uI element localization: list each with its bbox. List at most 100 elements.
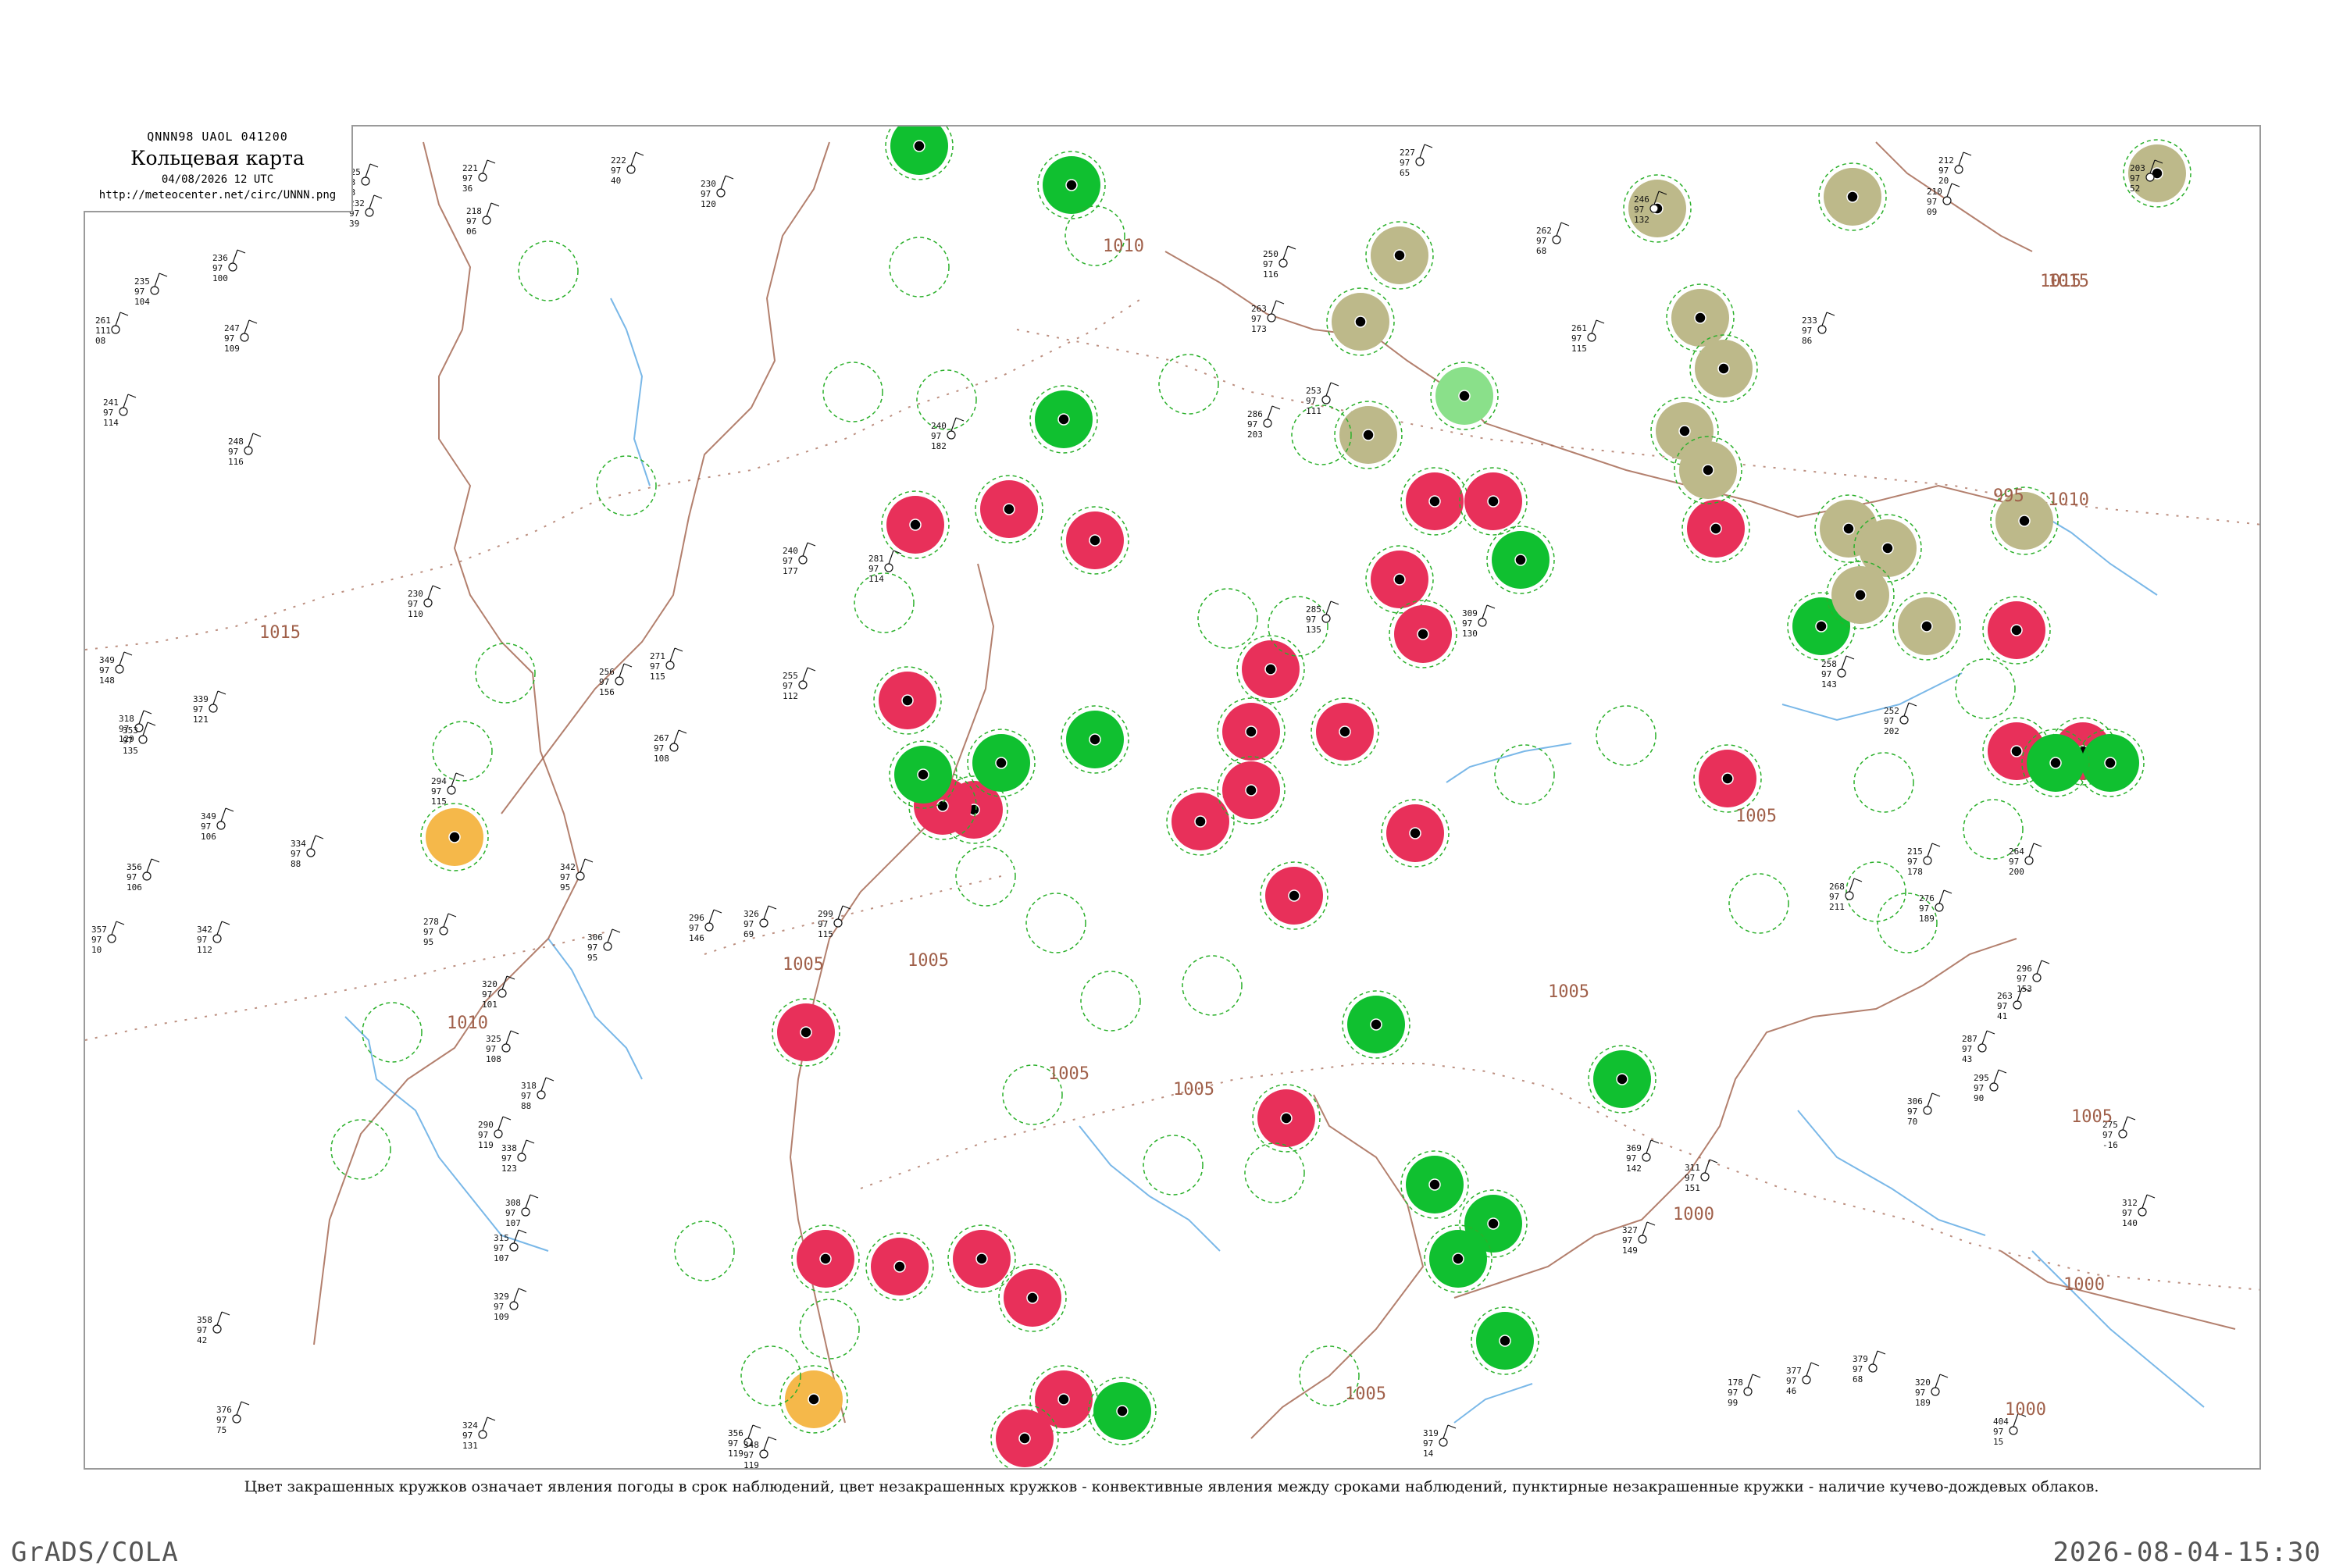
station-marker [947, 430, 956, 440]
station-pressure: 404 [1993, 1417, 2009, 1427]
station-marker [1649, 204, 1659, 213]
station-temp: 97 [431, 786, 441, 796]
wind-barb [248, 433, 254, 447]
station-dew: 129 [119, 734, 134, 744]
station-marker [1700, 1172, 1710, 1181]
station-dew: 88 [291, 859, 301, 869]
cb-dashed-ring [1955, 658, 2016, 719]
station-pressure: 263 [1997, 991, 2013, 1001]
wind-barb-flag [448, 913, 457, 918]
station-pressure: 349 [201, 811, 216, 821]
wind-barb [123, 394, 129, 408]
isobar-label: 1005 [783, 955, 824, 975]
station-pressure: 255 [783, 671, 798, 681]
wind-barb [619, 663, 625, 678]
station-marker [1802, 1375, 1811, 1384]
station-pressure: 215 [1907, 846, 1923, 857]
station-marker [497, 989, 507, 998]
cb-dashed-ring [1693, 744, 1762, 813]
station-temp: 97 [2017, 974, 2027, 984]
wind-barb-flag [955, 417, 965, 422]
wind-barb [1903, 702, 1910, 717]
station-dew: 123 [501, 1164, 517, 1174]
wind-barb-flag [2017, 1413, 2027, 1417]
station-dew: 52 [2130, 184, 2140, 194]
cb-dashed-ring [1252, 1084, 1321, 1153]
station-dew: 115 [650, 672, 665, 682]
river-line [1453, 1383, 1533, 1424]
cloud-cover-dot [1417, 628, 1429, 640]
station-marker [1942, 196, 1952, 205]
station-pressure: 261 [1571, 323, 1587, 333]
wind-barb-flag [518, 1288, 527, 1292]
border-line [1164, 251, 2049, 519]
river-line [610, 298, 651, 486]
station-dew: 70 [1907, 1117, 1917, 1127]
station-pressure: 326 [744, 909, 759, 919]
station-marker [216, 821, 226, 830]
weather-circles-layer [330, 127, 2191, 1468]
cb-dashed-ring [1787, 592, 1856, 661]
cb-dashed-ring [1334, 401, 1403, 469]
wind-barb-flag [1986, 1030, 1995, 1035]
station-temp: 97 [2009, 857, 2019, 867]
station-pressure: 287 [1962, 1034, 1977, 1044]
station-marker [1989, 1082, 1999, 1092]
station-pressure: 312 [2122, 1198, 2138, 1208]
wind-barb-flag [635, 151, 644, 156]
station-temp: 97 [486, 1044, 496, 1054]
wind-barb [236, 1401, 242, 1416]
wind-barb [1443, 1424, 1449, 1439]
wind-barb [525, 1194, 531, 1209]
station-temp: 97 [1622, 1235, 1632, 1245]
station-temp: 97 [744, 919, 754, 929]
station-pressure: 278 [423, 917, 439, 927]
station-marker [1954, 165, 1963, 174]
cloud-cover-dot [1393, 573, 1406, 586]
cb-dashed-ring [1982, 596, 2051, 665]
cb-dashed-ring [955, 846, 1016, 907]
station-marker [2118, 1129, 2127, 1139]
wind-barb-flag [1560, 222, 1570, 226]
wind-barb [1267, 405, 1273, 420]
wind-barb-flag [1963, 151, 1972, 156]
station-temp: 97 [654, 743, 664, 754]
station-pressure: 252 [1884, 706, 1899, 716]
station-marker [603, 942, 612, 951]
cloud-cover-dot [1694, 312, 1706, 324]
station-pressure: 296 [2017, 964, 2032, 974]
station-dew: 42 [197, 1335, 207, 1345]
cb-dashed-ring [1877, 893, 1938, 953]
station-dew: 131 [462, 1441, 478, 1451]
cloud-cover-dot [909, 519, 922, 531]
station-marker [423, 598, 433, 608]
wind-barb [365, 163, 371, 178]
cb-dashed-ring [1892, 592, 1961, 661]
wind-barb-flag [221, 921, 230, 925]
station-temp: 97 [868, 564, 879, 574]
station-temp: 97 [197, 1325, 207, 1335]
wind-barb-flag [623, 663, 633, 668]
station-dew: 111 [1306, 406, 1321, 416]
wind-barb-flag [490, 202, 500, 207]
station-pressure: 227 [1400, 148, 1415, 158]
wind-barb [310, 835, 316, 850]
station-temp: 97 [1938, 166, 1949, 176]
cloud-cover-dot [1815, 620, 1828, 633]
isobars-layer [85, 298, 2259, 1291]
station-pressure: 256 [599, 667, 615, 677]
station-dew: 182 [931, 441, 947, 451]
station-marker [833, 918, 843, 928]
wind-barb [1927, 1092, 1933, 1107]
isobar-label: 1010 [447, 1014, 488, 1033]
station-pressure: 236 [212, 253, 228, 263]
cloud-cover-dot [913, 140, 925, 152]
